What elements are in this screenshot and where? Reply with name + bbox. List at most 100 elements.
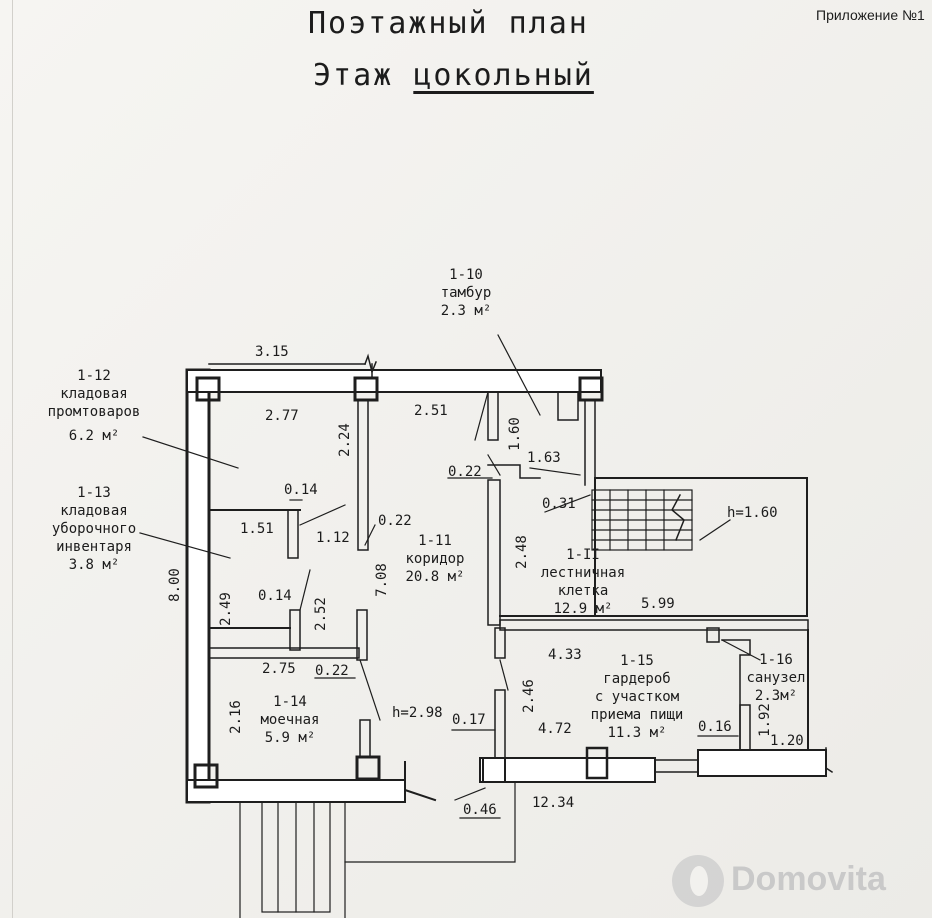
vestibule-niche: [557, 391, 579, 421]
watermark-logo-icon-inner: [690, 866, 708, 896]
room-number: 1-12: [77, 368, 111, 384]
column: [355, 755, 381, 781]
room-name: гардероб: [603, 671, 671, 687]
dimension-label: 0.14: [258, 588, 292, 604]
leader-line: [699, 519, 731, 541]
column: [585, 746, 609, 780]
room-name: уборочного: [51, 521, 137, 537]
dimension-label: 0.17: [452, 712, 486, 728]
leader-line: [142, 436, 239, 469]
column: [195, 376, 221, 402]
dimension-label: 1.92: [756, 703, 773, 737]
column: [482, 757, 506, 783]
dimension-label: 2.16: [227, 700, 244, 734]
door-leaf: [721, 639, 761, 661]
floor-title-prefix: Этаж: [313, 58, 414, 93]
wall-stair-west: [487, 479, 501, 626]
room-name: тамбур: [440, 285, 492, 301]
room-name: коридор: [405, 551, 465, 567]
dimension-label: 2.46: [520, 679, 537, 713]
room-area: 12.9 м²: [553, 601, 613, 617]
sheet-margin-line: [12, 0, 13, 918]
stair-room-outline: [594, 477, 808, 617]
dimension-label: 0.22: [378, 513, 412, 529]
dimension-label: 1.60: [506, 417, 523, 451]
wall-stub: [359, 719, 371, 758]
height-label: h=2.98: [392, 705, 443, 721]
door-leaf: [299, 504, 346, 526]
wall-1-14-north: [208, 647, 360, 659]
room-1-15-label: 1-15 гардероб с участком приема пищи 11.…: [584, 652, 690, 742]
door-leaf: [364, 524, 376, 546]
outer-wall-south-east: [697, 749, 827, 777]
outer-wall-north: [186, 369, 602, 393]
dimension-line: [529, 467, 581, 476]
room-name: кладовая: [60, 503, 128, 519]
dimension-label: 12.34: [532, 795, 575, 811]
room-1-12-label: 1-12 кладовая промтоваров 6.2 м²: [30, 367, 158, 445]
watermark-text: Domovita: [731, 860, 886, 898]
dimension-label: 5.99: [641, 596, 675, 612]
dimension-label: 8.00: [166, 568, 183, 602]
wall-stub: [494, 627, 506, 659]
room-number: 1-16: [759, 652, 793, 668]
wall-stub: [356, 609, 368, 661]
door-leaf: [454, 787, 486, 801]
room-1-11-corridor-label: 1-11 коридор 20.8 м²: [395, 532, 475, 586]
appendix-label: Приложение №1: [816, 7, 925, 23]
wall-wardrobe-north: [499, 619, 809, 631]
dimension-label: 0.22: [448, 464, 482, 480]
floor-title: Этаж цокольный: [313, 58, 594, 93]
room-name: санузел: [746, 670, 806, 686]
outer-wall-south-right: [479, 757, 656, 783]
door-leaf: [474, 391, 489, 441]
dimension-label: 0.16: [698, 719, 732, 735]
room-name: с участком: [594, 689, 680, 705]
dimension-label: 2.52: [312, 597, 329, 631]
dimension-line: [544, 494, 591, 513]
wall-break-mark: [825, 747, 834, 774]
wall-stub: [739, 704, 751, 751]
leader-line: [497, 334, 541, 416]
door-leaf: [487, 454, 501, 476]
staircase: [591, 489, 693, 551]
column: [193, 763, 219, 789]
outer-wall-south-left: [186, 779, 406, 803]
dimension-label: 2.75: [262, 661, 296, 677]
dimension-label: 1.51: [240, 521, 274, 537]
room-1-13-label: 1-13 кладовая уборочного инвентаря 3.8 м…: [34, 484, 154, 574]
room-name: моечная: [260, 712, 320, 728]
dimension-label: 1.20: [770, 733, 804, 749]
entrance-door-swing-left: [404, 761, 437, 802]
dimension-label: 0.31: [542, 496, 576, 512]
wall-corridor-west: [357, 399, 369, 551]
room-area: 6.2 м²: [68, 428, 120, 444]
dimension-label: 2.48: [513, 535, 530, 569]
room-1-16-label: 1-16 санузел 2.3м²: [740, 651, 812, 705]
wall-stub: [289, 609, 301, 651]
outer-wall-west: [185, 368, 211, 804]
room-number: 1-14: [273, 694, 307, 710]
room-area: 2.3м²: [754, 688, 798, 704]
room-name: инвентаря: [56, 539, 132, 555]
door-leaf: [359, 659, 381, 721]
dimension-label: 0.46: [463, 802, 497, 818]
dimension-label: 0.22: [315, 663, 349, 679]
room-name: кладовая: [60, 386, 128, 402]
room-area: 3.8 м²: [68, 557, 120, 573]
entrance-stairs: [261, 801, 331, 913]
room-1-14-label: 1-14 моечная 5.9 м²: [250, 693, 330, 747]
room-number: 1-11: [418, 533, 452, 549]
leader-line: [139, 532, 231, 559]
room-area: 5.9 м²: [264, 730, 316, 746]
dimension-label: 2.77: [265, 408, 299, 424]
room-area: 2.3 м²: [440, 303, 492, 319]
dimension-label: 4.33: [548, 647, 582, 663]
room-number: 1-10: [449, 267, 483, 283]
dimension-label: 0.14: [284, 482, 318, 498]
room-number: 1-15: [620, 653, 654, 669]
door-leaf: [499, 659, 509, 691]
room-1-11-staircase-label: 1-II лестничная клетка 12.9 м²: [528, 546, 638, 618]
door-leaf: [299, 569, 311, 611]
